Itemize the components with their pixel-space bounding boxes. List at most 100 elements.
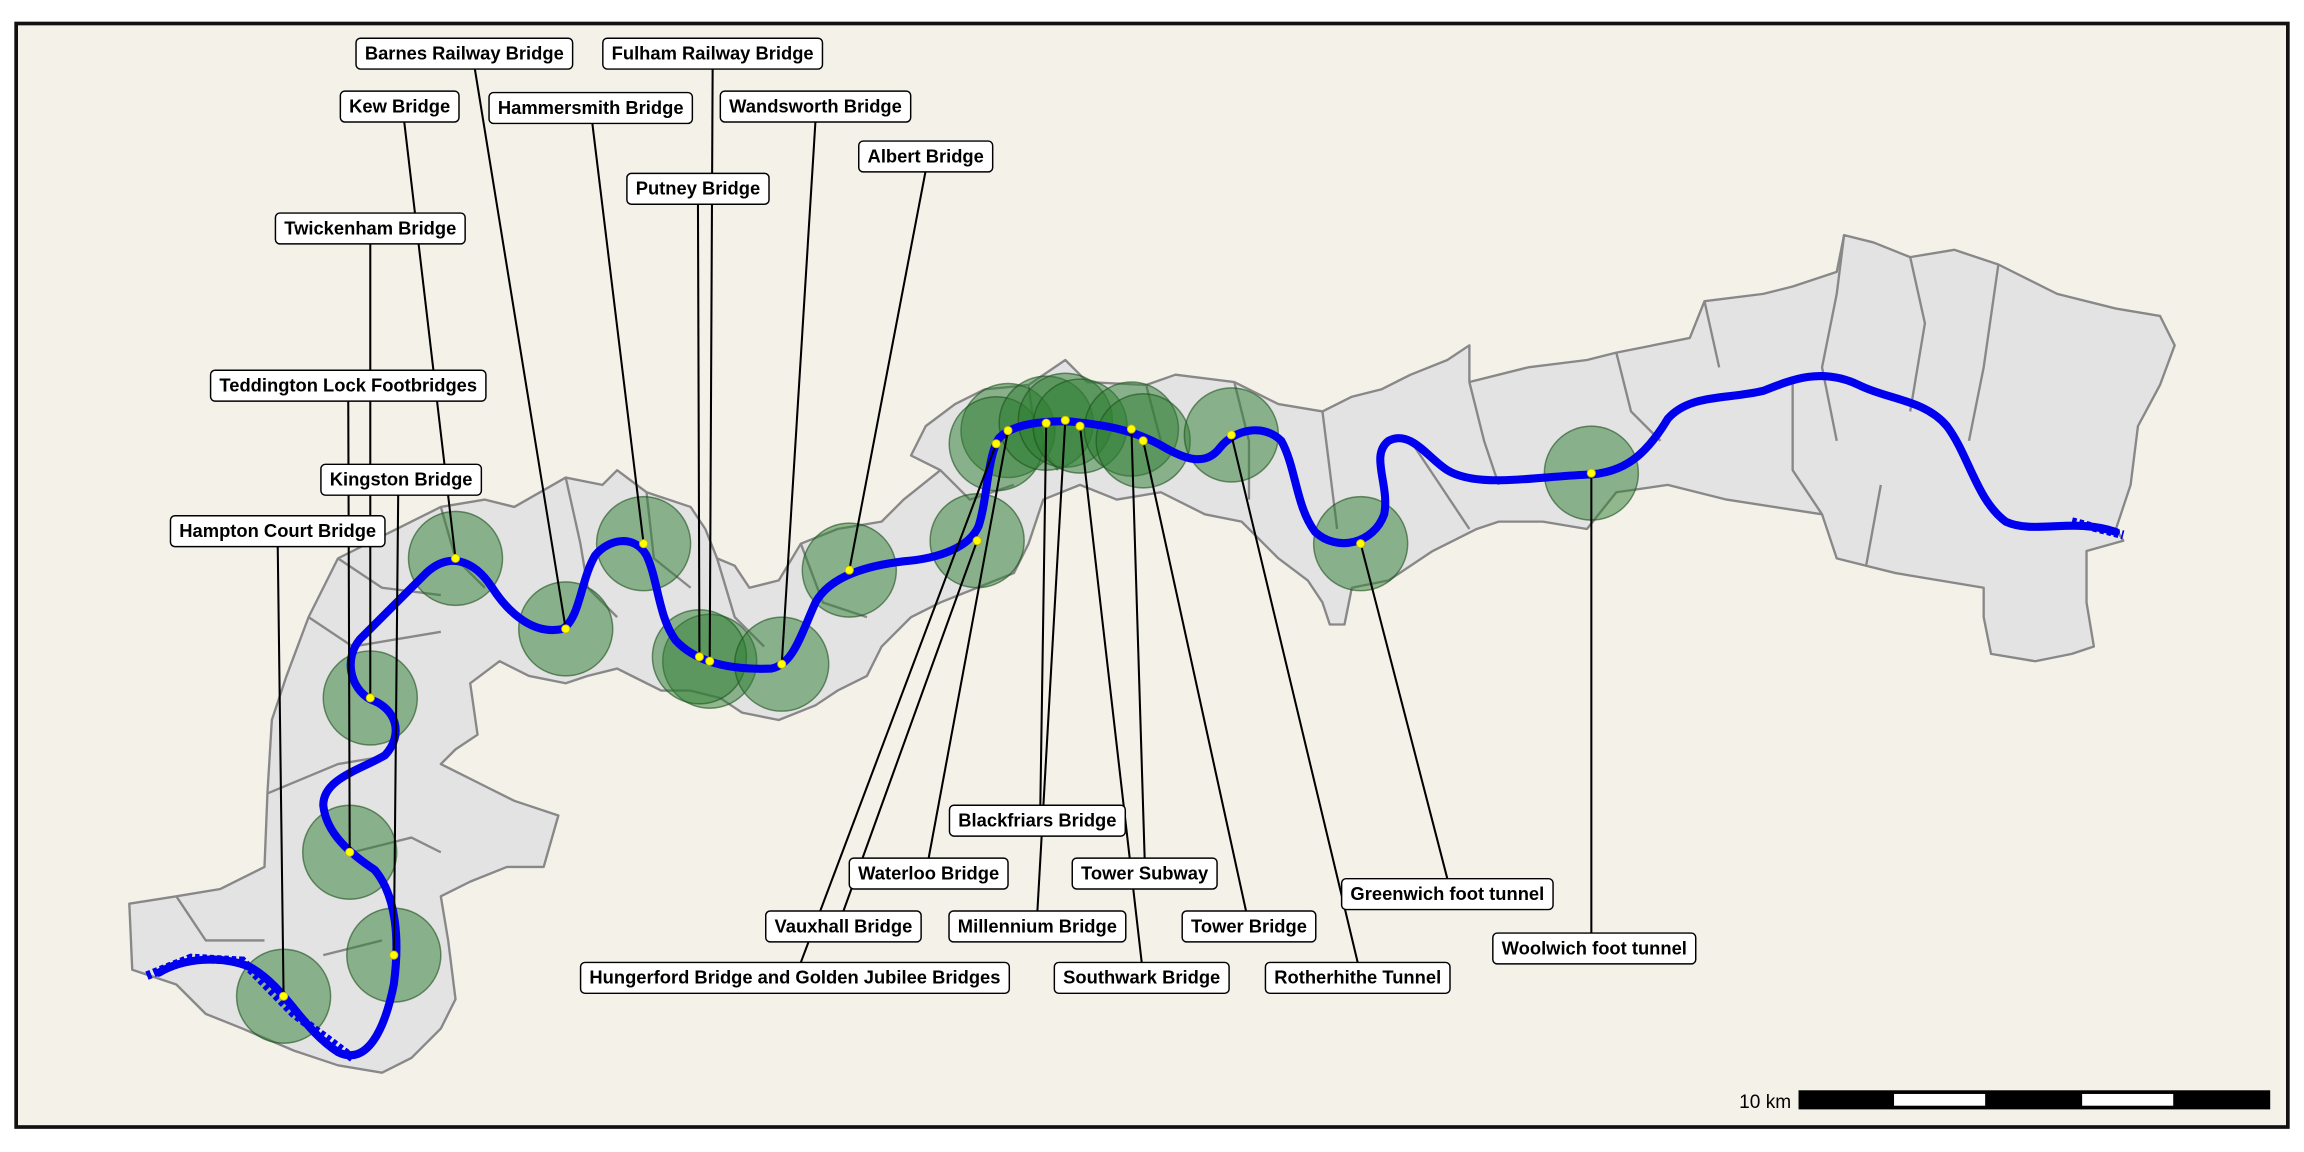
bridge-label[interactable]: Greenwich foot tunnel — [1340, 877, 1554, 911]
bridge-label-box — [339, 90, 460, 123]
bridge-label-box — [765, 910, 922, 943]
bridge-label-box — [355, 37, 574, 70]
bridge-point[interactable] — [705, 656, 715, 666]
bridge-point[interactable] — [345, 847, 355, 857]
bridge-label[interactable]: Woolwich foot tunnel — [1492, 932, 1697, 965]
bridge-point[interactable] — [1586, 468, 1596, 478]
bridge-label-text: Vauxhall Bridge — [775, 915, 913, 936]
bridge-label-box — [626, 172, 770, 205]
bridge-point[interactable] — [694, 652, 704, 662]
bridge-point[interactable] — [972, 536, 982, 546]
bridge-label-box — [602, 37, 824, 70]
leader-line — [842, 540, 979, 912]
bridge-point[interactable] — [1126, 424, 1136, 434]
bridge-point[interactable] — [991, 439, 1001, 449]
scale-bar-segment-white — [1894, 1093, 1986, 1106]
bridge-label[interactable]: Hungerford Bridge and Golden Jubilee Bri… — [579, 961, 1011, 995]
bridge-label[interactable]: Wandsworth Bridge — [719, 90, 912, 123]
bridge-label-box — [274, 212, 466, 245]
bridge-label-box — [948, 910, 1127, 943]
bridge-label-box — [848, 857, 1009, 890]
bridge-label-box — [1340, 877, 1554, 911]
bridge-point[interactable] — [1356, 539, 1366, 549]
bridge-label-text: Tower Subway — [1081, 862, 1209, 883]
bridge-label-text: Putney Bridge — [636, 178, 760, 199]
bridge-label[interactable]: Hammersmith Bridge — [488, 91, 694, 125]
bridge-label[interactable]: Waterloo Bridge — [848, 857, 1009, 890]
bridge-point[interactable] — [279, 991, 289, 1001]
bridge-label[interactable]: Tower Bridge — [1181, 910, 1317, 943]
bridge-label-box — [488, 91, 694, 125]
bridge-point[interactable] — [365, 693, 375, 703]
bridge-point[interactable] — [389, 950, 399, 960]
bridge-label-text: Wandsworth Bridge — [729, 95, 902, 116]
bridge-label[interactable]: Rotherhithe Tunnel — [1264, 961, 1451, 995]
bridge-label-box — [858, 140, 994, 173]
bridge-label-box — [1053, 961, 1230, 995]
bridge-point[interactable] — [1075, 421, 1085, 431]
bridge-label[interactable]: Blackfriars Bridge — [948, 804, 1127, 837]
river-thames — [154, 371, 2120, 1060]
bridge-label[interactable]: Albert Bridge — [858, 140, 994, 173]
leader-line — [1230, 434, 1359, 963]
bridge-label[interactable]: Southwark Bridge — [1053, 961, 1230, 995]
bridge-point[interactable] — [777, 659, 787, 669]
bridge-label-text: Fulham Railway Bridge — [612, 43, 814, 64]
leader-line — [696, 202, 701, 657]
bridge-label-box — [209, 369, 487, 402]
bridge-label-text: Barnes Railway Bridge — [365, 43, 564, 64]
bridge-label-text: Greenwich foot tunnel — [1350, 883, 1544, 904]
bridge-label-text: Hammersmith Bridge — [498, 97, 684, 118]
bridge-label-box — [320, 463, 483, 496]
bridge-label[interactable]: Barnes Railway Bridge — [355, 37, 574, 70]
bridge-label-box — [719, 90, 912, 123]
bridge-label-text: Blackfriars Bridge — [958, 810, 1116, 831]
bridge-label-box — [1492, 932, 1697, 965]
bridge-label-text: Albert Bridge — [868, 145, 984, 166]
bridge-label[interactable]: Fulham Railway Bridge — [602, 37, 824, 70]
bridge-label[interactable]: Putney Bridge — [626, 172, 770, 205]
bridge-point[interactable] — [1060, 415, 1070, 425]
leader-line — [927, 430, 1010, 859]
bridge-label-box — [1264, 961, 1451, 995]
scale-bar: 10 km — [1739, 1090, 2271, 1113]
scale-bar-label: 10 km — [1739, 1092, 1791, 1113]
bridge-label[interactable]: Teddington Lock Footbridges — [209, 369, 487, 402]
bridge-label[interactable]: Kew Bridge — [339, 90, 460, 123]
leader-line — [1359, 543, 1449, 879]
leader-line — [708, 67, 714, 662]
bridge-point[interactable] — [1138, 436, 1148, 446]
bridge-label-box — [1181, 910, 1317, 943]
bridge-point[interactable] — [1226, 430, 1236, 440]
leader-line — [591, 121, 645, 544]
bridge-label[interactable]: Hampton Court Bridge — [169, 515, 386, 548]
bridge-label-text: Waterloo Bridge — [858, 862, 999, 883]
leader-line — [1130, 429, 1146, 859]
bridge-label-text: Hungerford Bridge and Golden Jubilee Bri… — [589, 967, 1000, 988]
bridge-point[interactable] — [1041, 418, 1051, 428]
bridge-label-text: Hampton Court Bridge — [179, 520, 376, 541]
bridge-point[interactable] — [639, 539, 649, 549]
bridge-point[interactable] — [844, 565, 854, 575]
bridge-label-text: Teddington Lock Footbridges — [219, 375, 477, 396]
bridge-labels: Hampton Court Bridge Kingston Bridge Teddi… — [169, 37, 1697, 995]
bridge-label[interactable]: Kingston Bridge — [320, 463, 483, 496]
scale-bar-frame — [1798, 1090, 2271, 1110]
bridge-label-box — [948, 804, 1127, 837]
leader-line — [799, 443, 998, 963]
bridge-label[interactable]: Millennium Bridge — [948, 910, 1127, 943]
bridge-label[interactable]: Vauxhall Bridge — [765, 910, 922, 943]
bridge-label-text: Rotherhithe Tunnel — [1274, 967, 1441, 988]
leader-lines — [276, 67, 1593, 997]
bridge-label[interactable]: Tower Subway — [1071, 857, 1218, 890]
bridge-label[interactable]: Twickenham Bridge — [274, 212, 466, 245]
bridge-point[interactable] — [1003, 425, 1013, 436]
bridge-points — [279, 415, 1596, 1001]
leader-line — [392, 493, 400, 956]
bridge-label-text: Southwark Bridge — [1063, 967, 1220, 988]
bridge-label-text: Tower Bridge — [1191, 915, 1307, 936]
leader-line — [780, 120, 817, 665]
bridge-point[interactable] — [561, 624, 571, 634]
bridge-point[interactable] — [450, 553, 461, 563]
